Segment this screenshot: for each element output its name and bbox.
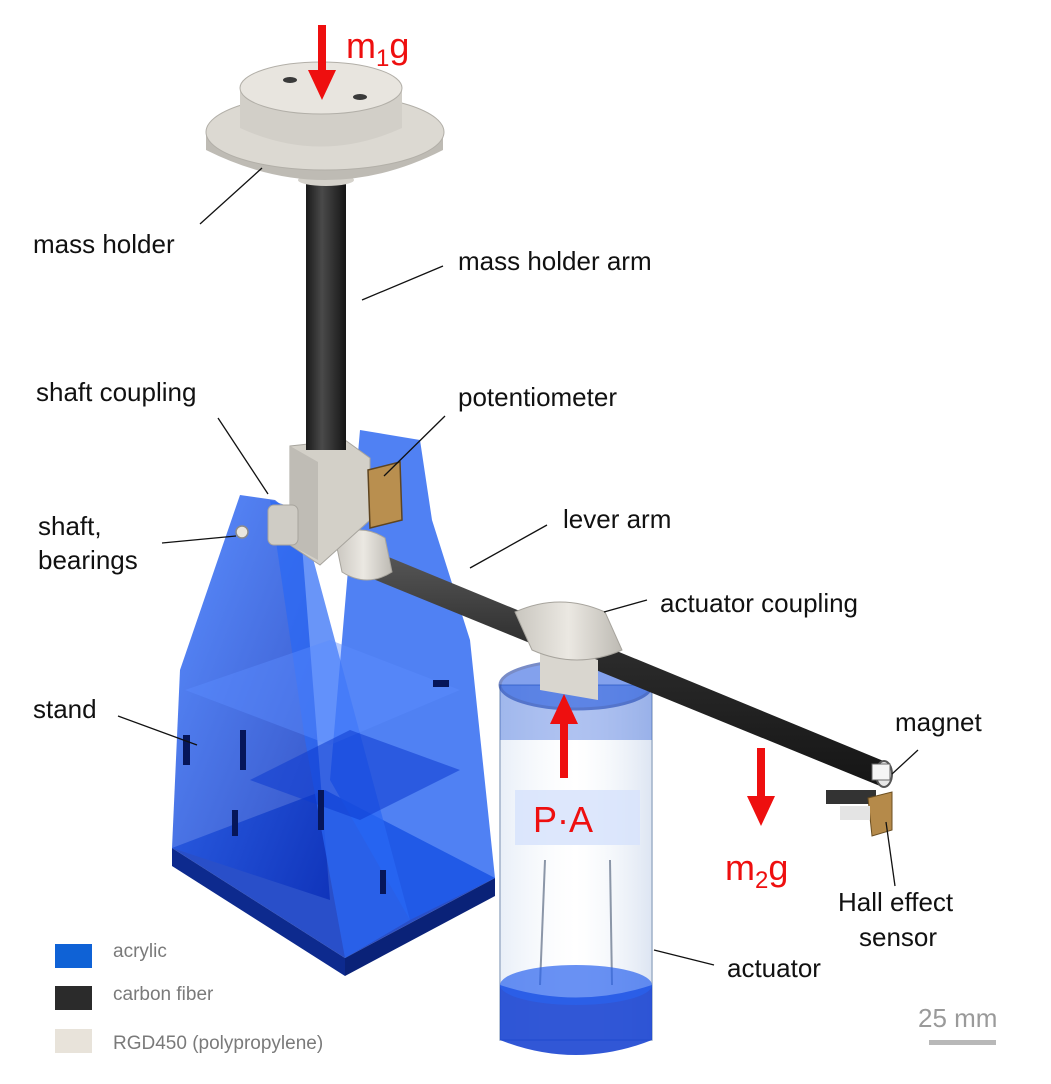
leader-lever-arm — [469, 524, 548, 569]
stand-shelf-lower — [250, 730, 460, 820]
m1g-arrow-head — [308, 70, 336, 100]
label-mass-holder: mass holder — [33, 229, 175, 259]
legend-label-carbon-fiber: carbon fiber — [113, 984, 214, 1005]
label-potentiometer: potentiometer — [458, 382, 617, 412]
label-stand: stand — [33, 694, 97, 724]
leader-stand — [117, 715, 198, 746]
stand-base-edge-right — [345, 878, 495, 976]
lever-arm-rod — [356, 546, 886, 786]
actuator-bottom-cap — [500, 985, 652, 1055]
leader-magnet — [891, 749, 919, 775]
magnet-part — [871, 763, 891, 781]
label-hall-sensor-line1: Hall effect — [838, 887, 954, 917]
actuator-groove — [609, 859, 613, 986]
leader-shaft-bearings — [161, 535, 237, 544]
stand-slot — [232, 810, 238, 836]
leader-actuator-coupling — [603, 599, 648, 613]
leader-potentiometer — [383, 415, 446, 477]
label-shaft-coupling: shaft coupling — [36, 377, 196, 407]
label-lever-arm: lever arm — [563, 504, 671, 534]
label-actuator-coupling: actuator coupling — [660, 588, 858, 618]
m1g-label: m1g — [346, 25, 409, 72]
legend: acrylic carbon fiber RGD450 (polypropyle… — [55, 941, 323, 1054]
scale-bar: 25 mm — [918, 1003, 997, 1045]
shaft-bearing — [235, 525, 249, 539]
hall-sensor-board — [867, 791, 893, 837]
legend-swatch-acrylic — [55, 944, 92, 968]
leader-shaft-coupling — [217, 417, 269, 495]
hall-sensor-mount — [826, 790, 876, 804]
leader-mass-holder — [199, 167, 263, 225]
label-mass-holder-arm: mass holder arm — [458, 246, 652, 276]
actuator-coupling-sleeve — [514, 601, 623, 661]
leader-lines — [117, 167, 919, 966]
leader-actuator — [653, 949, 715, 966]
m2g-arrow-head — [747, 796, 775, 826]
leader-mass-holder-arm — [361, 265, 444, 301]
mass-holder-drawing — [205, 61, 445, 450]
force-arrows — [308, 25, 775, 826]
scale-bar-line — [929, 1040, 996, 1045]
stand-slot — [433, 680, 449, 687]
pa-label: P·A — [533, 799, 593, 840]
lever-arm-drawing — [356, 546, 893, 837]
stand-right-panel — [270, 500, 410, 958]
actuator-bottom-rim — [500, 965, 652, 1005]
stand-base-edge — [172, 848, 345, 976]
stand-slot — [380, 870, 386, 894]
legend-label-acrylic: acrylic — [113, 941, 167, 962]
actuator-drawing — [498, 659, 654, 1055]
label-shaft-bearings-line1: shaft, — [38, 511, 102, 541]
leader-hall-sensor — [885, 821, 896, 887]
stand-slot — [240, 730, 246, 770]
legend-swatch-polypropylene — [55, 1029, 92, 1053]
scale-bar-label: 25 mm — [918, 1003, 997, 1033]
couplings-drawing — [267, 439, 623, 700]
legend-label-polypropylene: RGD450 (polypropylene) — [113, 1033, 323, 1054]
stand-shelf-upper — [185, 640, 460, 745]
mass-holder-hole — [283, 77, 297, 83]
label-actuator: actuator — [727, 953, 821, 983]
actuator-groove — [539, 859, 546, 986]
hall-sensor-base — [840, 806, 870, 820]
mass-holder-hole — [353, 94, 367, 100]
pa-arrow-head — [550, 694, 578, 724]
label-shaft-bearings-line2: bearings — [38, 545, 138, 575]
actuator-pa-band — [515, 790, 640, 845]
legend-swatch-carbon-fiber — [55, 986, 92, 1010]
m2g-label: m2g — [725, 847, 788, 894]
stand-slot — [318, 790, 324, 830]
stand-slot — [183, 735, 190, 765]
mass-holder-arm-rod — [306, 180, 346, 450]
label-magnet: magnet — [895, 707, 982, 737]
label-hall-sensor-line2: sensor — [859, 922, 937, 952]
shaft-coupling-collar — [267, 504, 299, 546]
potentiometer-part — [367, 461, 403, 529]
